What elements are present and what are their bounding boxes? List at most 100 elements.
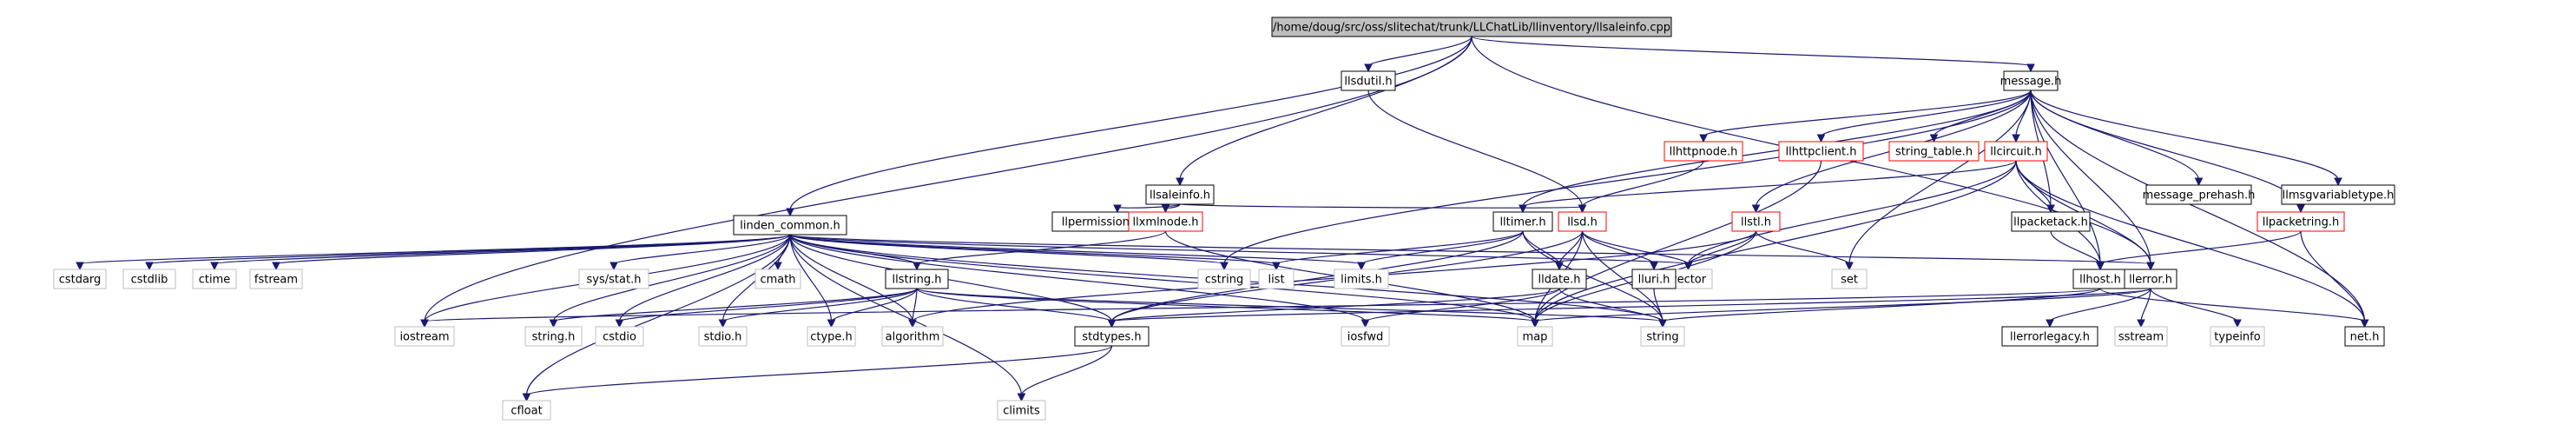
edge-line bbox=[1179, 203, 1584, 209]
edge-line bbox=[525, 345, 1113, 396]
edge-arrowhead bbox=[1845, 262, 1854, 271]
edge-llstring-to-cstdio bbox=[615, 288, 918, 328]
node-llmsgvariabletype[interactable]: llmsgvariabletype.h bbox=[2281, 184, 2395, 205]
node-iosfwd: iosfwd bbox=[1341, 326, 1390, 347]
node-llsd[interactable]: llsd.h bbox=[1558, 211, 1607, 232]
edge-arrowhead bbox=[1107, 319, 1117, 328]
edge-line bbox=[1471, 36, 2032, 67]
edge-llhost-to-net bbox=[2099, 288, 2369, 328]
edge-line bbox=[275, 234, 791, 265]
edge-line bbox=[1110, 288, 2151, 322]
edge-llerror-to-typeinfo bbox=[2150, 288, 2242, 328]
node-lltimer[interactable]: lltimer.h bbox=[1492, 211, 1553, 232]
node-llsaleinfo[interactable]: llsaleinfo.h bbox=[1145, 184, 1215, 205]
node-box bbox=[53, 269, 107, 289]
node-lluri[interactable]: lluri.h bbox=[1631, 269, 1677, 289]
edge-stdtypes-to-cfloat bbox=[522, 345, 1113, 402]
node-sstream: sstream bbox=[2114, 326, 2168, 347]
node-cstring: cstring bbox=[1197, 269, 1251, 289]
node-box bbox=[1640, 326, 1685, 347]
node-label: cstdio bbox=[603, 331, 636, 344]
node-ctime: ctime bbox=[192, 269, 237, 289]
node-label: ctime bbox=[199, 274, 231, 287]
edge-root-to-message bbox=[1471, 36, 2035, 73]
edge-line bbox=[618, 288, 918, 322]
edge-line bbox=[424, 36, 1472, 322]
node-label: /home/doug/src/oss/slitechat/trunk/LLCha… bbox=[1273, 22, 1670, 35]
edge-arrowhead bbox=[1272, 262, 1281, 271]
node-label: llsaleinfo.h bbox=[1150, 189, 1210, 202]
edge-llerror-to-map bbox=[1531, 288, 2151, 328]
node-root[interactable]: /home/doug/src/oss/slitechat/trunk/LLCha… bbox=[1271, 17, 1672, 37]
edge-linden_common-to-sysstat bbox=[609, 234, 791, 271]
node-sysstat: sys/stat.h bbox=[578, 269, 649, 289]
edge-line bbox=[2015, 160, 2366, 322]
node-label: lltimer.h bbox=[1499, 216, 1545, 229]
edge-line bbox=[1360, 230, 1524, 265]
node-linden_common[interactable]: linden_common.h bbox=[733, 215, 847, 236]
node-box bbox=[1778, 141, 1864, 162]
edge-line bbox=[1662, 288, 2101, 322]
node-llstring[interactable]: llstring.h bbox=[885, 269, 949, 289]
edge-arrowhead bbox=[1364, 63, 1373, 73]
edge-line bbox=[1522, 230, 1560, 265]
node-llerrorlegacy[interactable]: llerrorlegacy.h bbox=[2001, 326, 2098, 347]
edge-line bbox=[1687, 230, 1757, 265]
node-message[interactable]: message.h bbox=[2000, 70, 2062, 91]
node-label: set bbox=[1841, 274, 1858, 287]
node-llpacketring[interactable]: llpacketring.h bbox=[2256, 211, 2345, 232]
node-lldate[interactable]: lldate.h bbox=[1532, 269, 1587, 289]
node-label: list bbox=[1268, 274, 1284, 287]
node-llerror[interactable]: llerror.h bbox=[2124, 269, 2177, 289]
node-label: llerror.h bbox=[2129, 274, 2172, 287]
edge-line bbox=[2150, 288, 2238, 322]
node-label: cstdarg bbox=[59, 274, 102, 287]
edge-arrowhead bbox=[76, 262, 84, 271]
node-box bbox=[885, 269, 949, 289]
node-net[interactable]: net.h bbox=[2344, 326, 2385, 347]
edge-line bbox=[1110, 230, 1524, 322]
edge-line bbox=[1687, 160, 2017, 265]
node-llxmlnode[interactable]: llxmlnode.h bbox=[1128, 211, 1203, 232]
edge-line bbox=[1581, 230, 1690, 265]
node-set: set bbox=[1831, 269, 1868, 289]
edge-arrowhead bbox=[1531, 319, 1539, 328]
node-fstream: fstream bbox=[249, 269, 303, 289]
edge-arrowhead bbox=[1113, 204, 1122, 214]
edge-arrowhead bbox=[2012, 134, 2020, 143]
edge-message-to-llmsgvariabletype bbox=[2030, 90, 2342, 187]
node-llhttpclient[interactable]: llhttpclient.h bbox=[1778, 141, 1864, 162]
edge-llsaleinfo-to-llxmlnode bbox=[1161, 203, 1181, 214]
edge-message-to-cstring bbox=[1220, 90, 2032, 271]
edge-line bbox=[2030, 90, 2151, 265]
node-llcircuit[interactable]: llcircuit.h bbox=[1984, 141, 2048, 162]
edge-arrowhead bbox=[522, 393, 531, 402]
node-llhttpnode[interactable]: llhttpnode.h bbox=[1664, 141, 1743, 162]
node-stdio: stdio.h bbox=[698, 326, 748, 347]
node-string_table[interactable]: string_table.h bbox=[1888, 141, 1980, 162]
edge-arrowhead bbox=[1578, 204, 1587, 214]
edge-line bbox=[552, 288, 918, 322]
node-label: algorithm bbox=[886, 331, 940, 344]
edge-line bbox=[2030, 90, 2339, 181]
node-message_prehash[interactable]: message_prehash.h bbox=[2143, 184, 2256, 205]
edge-line bbox=[1755, 230, 1850, 265]
node-llstl[interactable]: llstl.h bbox=[1731, 211, 1781, 232]
edge-line bbox=[789, 234, 2151, 265]
edge-line bbox=[1581, 230, 1655, 265]
node-box bbox=[1197, 269, 1251, 289]
node-llpacketack[interactable]: llpacketack.h bbox=[2011, 211, 2091, 232]
node-label: llhttpnode.h bbox=[1670, 146, 1738, 159]
node-stdtypes[interactable]: stdtypes.h bbox=[1074, 326, 1150, 347]
node-box bbox=[578, 269, 649, 289]
edge-line bbox=[613, 234, 791, 265]
node-llsdutil[interactable]: llsdutil.h bbox=[1341, 70, 1396, 91]
node-limits: limits.h bbox=[1334, 269, 1389, 289]
node-llhost[interactable]: llhost.h bbox=[2072, 269, 2128, 289]
edge-line bbox=[789, 36, 1472, 211]
node-label: message_prehash.h bbox=[2143, 189, 2256, 202]
node-box bbox=[394, 326, 455, 347]
edge-arrowhead bbox=[145, 262, 154, 271]
edge-root-to-llsdutil bbox=[1364, 36, 1472, 73]
